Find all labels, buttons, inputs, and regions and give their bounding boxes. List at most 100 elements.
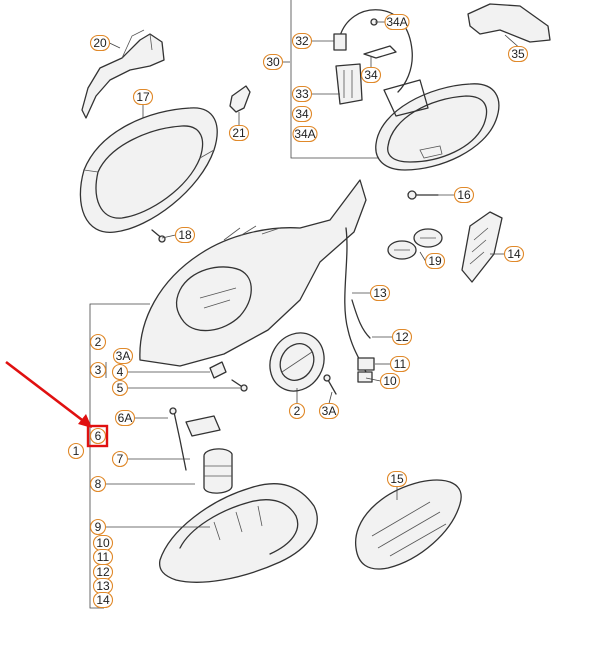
callout-label: 16 xyxy=(457,188,471,202)
callout-label: 34 xyxy=(295,107,309,121)
callout-c34-top: 34 xyxy=(360,56,382,84)
part-9-lower-housing xyxy=(158,483,318,583)
callout-label: 33 xyxy=(295,87,309,101)
callout-label: 12 xyxy=(395,330,409,344)
callout-bubble xyxy=(453,186,475,204)
callout-bubble xyxy=(424,252,446,270)
callout-c14b: 14 xyxy=(92,591,114,609)
callout-bubble xyxy=(89,475,107,493)
callout-c34a-top: 34A xyxy=(375,13,410,31)
callout-c19: 19 xyxy=(419,251,446,270)
callout-c16: 16 xyxy=(438,186,475,204)
callout-c17: 17 xyxy=(132,88,154,118)
callout-c1: 1 xyxy=(67,442,85,460)
part-18-screw xyxy=(151,229,166,243)
callout-c3: 3 xyxy=(89,361,107,379)
callout-c18: 18 xyxy=(161,226,196,244)
callout-bubble xyxy=(89,518,107,536)
callout-label: 34A xyxy=(294,127,315,141)
part-19-motors xyxy=(387,228,443,260)
callout-layer: 201721183234A3430333434A3516141913121110… xyxy=(67,13,529,609)
callout-c20: 20 xyxy=(89,34,121,52)
leader-line xyxy=(419,251,426,262)
callout-label: 2 xyxy=(95,335,102,349)
callout-label: 30 xyxy=(266,55,280,69)
callout-c11: 11 xyxy=(375,355,411,373)
callout-label: 20 xyxy=(93,36,107,50)
callout-c34: 34 xyxy=(291,105,313,123)
callout-c3ab: 3A xyxy=(318,391,340,420)
part-17-mirror-cap xyxy=(79,107,218,233)
callout-bubble xyxy=(384,13,410,31)
callout-bubble xyxy=(67,442,85,460)
callout-bubble xyxy=(89,427,107,445)
callout-label: 3 xyxy=(95,363,102,377)
part-mirror-housing xyxy=(139,179,367,367)
callout-label: 10 xyxy=(96,536,110,550)
callout-label: 3A xyxy=(116,349,131,363)
callout-label: 13 xyxy=(96,579,110,593)
callout-c10: 10 xyxy=(365,372,401,390)
callout-label: 9 xyxy=(95,520,102,534)
callout-bubble xyxy=(389,355,411,373)
part-4-5-fasteners xyxy=(209,361,248,392)
callout-bubble xyxy=(132,88,154,106)
highlight-box xyxy=(86,424,109,448)
callout-bubble xyxy=(318,402,340,420)
callout-bubble xyxy=(174,226,196,244)
leader-line xyxy=(109,42,121,49)
callout-c2: 2 xyxy=(89,333,107,351)
callout-bubble xyxy=(111,379,129,397)
callout-c15: 15 xyxy=(386,470,408,500)
part-16-screw xyxy=(407,190,439,200)
part-32-33-34-sensor-wiring xyxy=(333,9,413,105)
callout-label: 13 xyxy=(373,286,387,300)
part-3a-screw xyxy=(323,374,337,395)
callout-c12b: 12 xyxy=(92,563,114,581)
callout-bubble xyxy=(262,53,284,71)
callout-bubble xyxy=(112,347,134,365)
leader-line xyxy=(161,234,176,239)
callout-bubble xyxy=(291,32,313,50)
callout-bubble xyxy=(111,363,129,381)
callout-label: 12 xyxy=(96,565,110,579)
part-6a-7-8-motor-assembly xyxy=(169,407,233,494)
callout-c9: 9 xyxy=(89,518,210,536)
callout-bubble xyxy=(111,450,129,468)
part-15-mirror-glass xyxy=(355,479,462,570)
callout-c8: 8 xyxy=(89,475,195,493)
callout-bubble xyxy=(292,125,318,143)
callout-label: 1 xyxy=(73,444,80,458)
callout-label: 34 xyxy=(364,68,378,82)
callout-c30: 30 xyxy=(262,53,290,71)
callout-bubble xyxy=(89,333,107,351)
callout-c4: 4 xyxy=(111,363,210,381)
callout-c11b: 11 xyxy=(92,548,114,566)
leader-line xyxy=(328,391,333,404)
callout-label: 3A xyxy=(322,404,337,418)
part-13-wiring xyxy=(344,227,375,383)
callout-c7: 7 xyxy=(111,450,190,468)
callout-c12: 12 xyxy=(372,328,413,346)
part-21-clip xyxy=(229,85,251,113)
part-14-clip xyxy=(461,211,503,283)
callout-bubble xyxy=(228,124,250,142)
callout-c14: 14 xyxy=(490,245,525,263)
callout-c2b: 2 xyxy=(288,388,306,420)
callout-bubble xyxy=(89,34,111,52)
callout-bubble xyxy=(291,105,313,123)
callout-label: 5 xyxy=(117,381,124,395)
callout-label: 4 xyxy=(117,365,124,379)
red-arrow-icon xyxy=(5,360,91,428)
leader-line xyxy=(365,377,381,382)
callout-c35: 35 xyxy=(504,34,529,63)
callout-label: 15 xyxy=(390,472,404,486)
part-35-trim xyxy=(467,3,551,43)
callout-c5: 5 xyxy=(111,379,240,397)
callout-label: 21 xyxy=(232,126,246,140)
callout-bubble xyxy=(503,245,525,263)
callout-label: 32 xyxy=(295,34,309,48)
part-2-adjuster-disc xyxy=(269,332,325,392)
red-arrowhead-icon xyxy=(78,414,92,428)
